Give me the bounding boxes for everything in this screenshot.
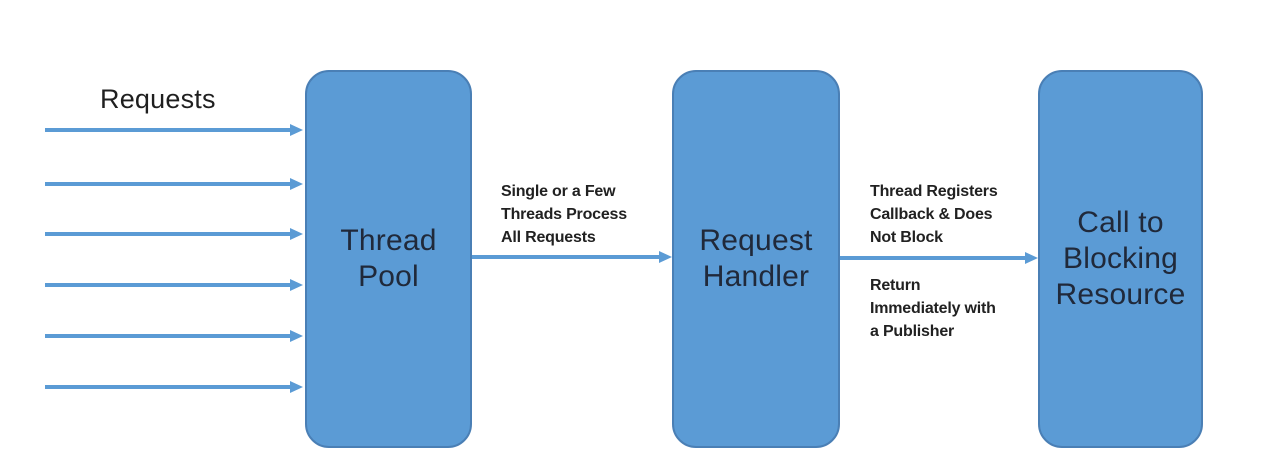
arrow-shaft [45,182,292,186]
arrow-head-icon [290,228,303,240]
node-blocking-resource-label: Call to Blocking Resource [1055,206,1186,311]
arrow-handler-to-resource [840,252,1038,264]
incoming-request-arrow [45,381,303,393]
incoming-request-arrow [45,228,303,240]
arrow-head-icon [290,381,303,393]
incoming-request-arrow [45,279,303,291]
arrow-shaft [45,283,292,287]
node-thread-pool-label: Thread Pool [340,224,437,293]
arrow-shaft [45,128,292,132]
arrow-head-icon [290,178,303,190]
requests-label: Requests [100,84,216,114]
arrow-shaft [472,255,661,259]
edge-label-handler-to-resource-bottom: Return Immediately with a Publisher [870,277,996,340]
node-request-handler: Request Handler [672,70,840,448]
arrow-shaft [840,256,1027,260]
node-request-handler-label: Request Handler [699,224,813,293]
arrow-head-icon [290,330,303,342]
arrow-head-icon [290,124,303,136]
incoming-request-arrow [45,124,303,136]
arrow-pool-to-handler [472,251,672,263]
arrow-head-icon [1025,252,1038,264]
arrow-head-icon [290,279,303,291]
arrow-shaft [45,232,292,236]
edge-label-pool-to-handler: Single or a Few Threads Process All Requ… [501,183,627,246]
incoming-request-arrow [45,178,303,190]
incoming-request-arrow [45,330,303,342]
arrow-head-icon [659,251,672,263]
arrow-shaft [45,334,292,338]
arrow-shaft [45,385,292,389]
edge-label-handler-to-resource-top: Thread Registers Callback & Does Not Blo… [870,183,998,246]
node-thread-pool: Thread Pool [305,70,472,448]
node-blocking-resource: Call to Blocking Resource [1038,70,1203,448]
